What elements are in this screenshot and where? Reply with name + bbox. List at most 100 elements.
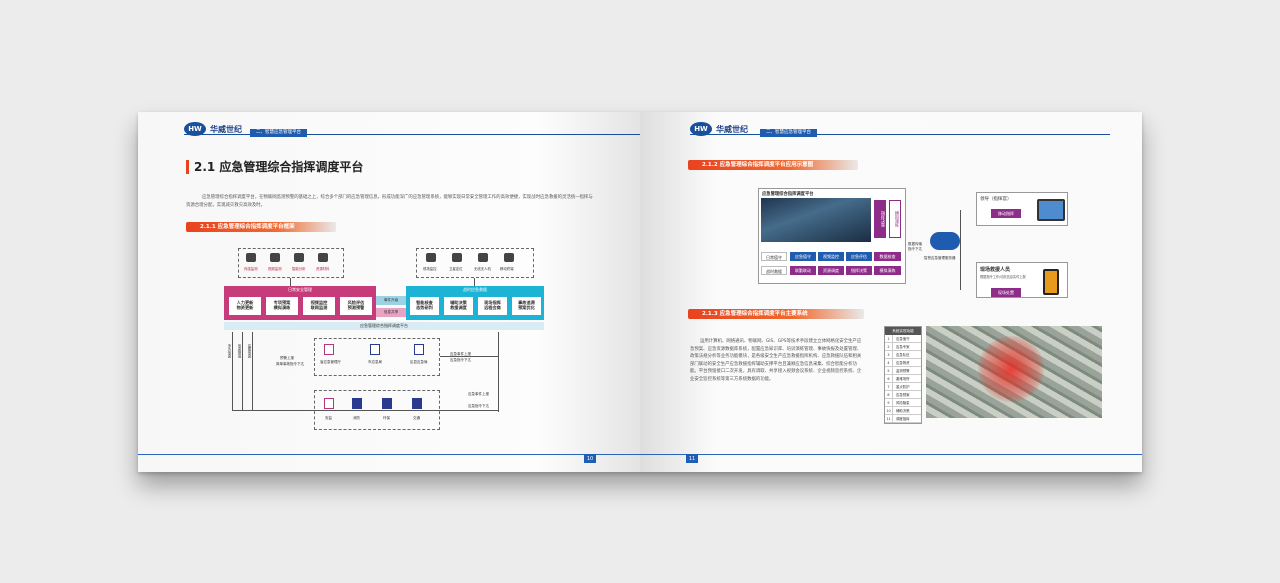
sensor-label: 视频监测 [268,267,282,271]
sensor-group-left [238,248,344,278]
right-page: HW 华威世纪 二、智慧应急管理平台 2.1.2 应急管理综合指挥调度平台应用示… [640,112,1142,472]
brand-name: 华威世纪 [210,123,242,134]
list-label: 监测预警 [896,369,910,373]
list-label: 应急队伍 [896,353,910,357]
row2-chip: 联勤联动 [790,266,816,275]
field-tag: 现场处置 [991,288,1021,297]
sensor-label: 智能分析 [292,267,306,271]
dept-label: 交通 [413,416,420,420]
building-label: 市应急局 [368,360,382,364]
row2-chip: 指挥决策 [846,266,872,275]
header-rule [690,134,1110,135]
flow-label: 预警上报 [280,356,294,360]
connector [960,210,961,290]
list-index: 7 [885,383,893,390]
brochure-spread: HW 华威世纪 二、智慧应急管理平台 2.1 应急管理综合指挥调度平台 应急管理… [138,112,1142,472]
tablet-icon [1037,199,1065,221]
field-box: 现场救援人员 根据指令工作/动态信息实时上报 现场处置 [976,262,1068,298]
vertical-label: 信息报送 [238,344,242,358]
dept-label: 环保 [383,416,390,420]
war-cell: 事故追溯 预案优化 [511,296,542,316]
left-page: HW 华威世纪 二、智慧应急管理平台 2.1 应急管理综合指挥调度平台 应急管理… [138,112,640,472]
ribbon-212: 2.1.2 应急管理综合指挥调度平台应用示意图 [688,160,858,170]
row-label: 战时救援 [761,266,787,275]
list-label: 应急专家 [896,345,910,349]
side-box: 模拟演练 [889,200,901,238]
diagram-title: 应急管理综合指挥调度平台 [762,192,814,197]
flow-label: 应急事件上报 [450,352,471,356]
row-label: 日常值守 [761,252,787,261]
list-label: 调度指挥 [896,417,910,421]
building-icon [382,398,392,409]
connector [252,332,253,410]
vertical-label: 多方信息 [228,344,232,358]
row2-chip: 模拟演练 [874,266,901,275]
leader-box: 领导（指挥官） 移动指挥 [976,192,1068,226]
arrow-upgrade: 事件升级 [376,296,406,305]
connector [498,332,499,412]
building-label: 省应急管理厅 [320,360,341,364]
field-title: 现场救援人员 [980,267,1011,273]
sensor-label: 移动终端 [500,267,514,271]
footer-rule: 10 [138,454,640,472]
section-tag: 二、智慧应急管理平台 [760,129,817,137]
arrow-share: 信息共享 [376,308,406,317]
row1-chip: 应急值守 [790,252,816,261]
daily-cell: 风险评估 预测预警 [339,296,373,316]
command-center-photo [761,198,871,242]
page-number: 10 [584,454,596,463]
list-index: 2 [885,343,893,350]
logo-mark-icon: HW [690,122,712,136]
list-label: 重点防护 [896,385,910,389]
flow-label: 应急事件上报 [468,392,489,396]
daily-title: 日常安全管理 [288,287,312,292]
leader-tag: 移动指挥 [991,209,1021,218]
cloud-left-label: 数据传输 指令下达 [908,242,922,251]
row2-chip: 资源调度 [818,266,844,275]
building-icon [414,344,424,355]
resource-icon [318,253,328,262]
dept-label: 安监 [325,416,332,420]
drone-icon [478,253,488,262]
monitor-icon [426,253,436,262]
ribbon-211: 2.1.1 应急管理综合指挥调度平台框架 [186,222,336,232]
war-cell: 智能核查 态势研判 [409,296,440,316]
intro-paragraph: 应急管理综合指挥调度平台，在物联网监测预警的基础之上，综合多个部门的应急管理信息… [186,195,593,208]
war-cell: 辅助决策 救援调度 [443,296,474,316]
camera-icon [270,253,280,262]
row1-chip: 视频监控 [818,252,844,261]
building-icon [324,344,334,355]
flow-label: 简单事故指令下达 [276,362,304,366]
connector [474,278,475,286]
flow-label: 应急指令下达 [450,358,471,362]
leader-title: 领导（指挥官） [980,197,1012,202]
list-index: 10 [885,407,893,414]
sensor-label: 卫星定位 [449,267,463,271]
vehicle-icon [504,253,514,262]
connector [440,356,498,357]
list-label: 应急值守 [896,337,910,341]
row1-chip: 应急评估 [846,252,872,261]
war-cell: 现场指挥 远程会商 [477,296,508,316]
daily-cell: 视频监控 联网监测 [302,296,336,316]
list-index: 11 [885,415,893,422]
logo: HW 华威世纪 [184,122,242,136]
sensor-label: 资源材料 [316,267,330,271]
list-index: 6 [885,375,893,382]
logo-mark-icon: HW [184,122,206,136]
sensor-label: 无线无人机 [474,267,491,271]
list-label: 避难场所 [896,377,910,381]
daily-cell: 人力更新 物资更新 [228,296,262,316]
page-title-text: 2.1 应急管理综合指挥调度平台 [194,160,364,174]
platform-bar: 应急管理综合指挥调度平台 [224,322,544,330]
